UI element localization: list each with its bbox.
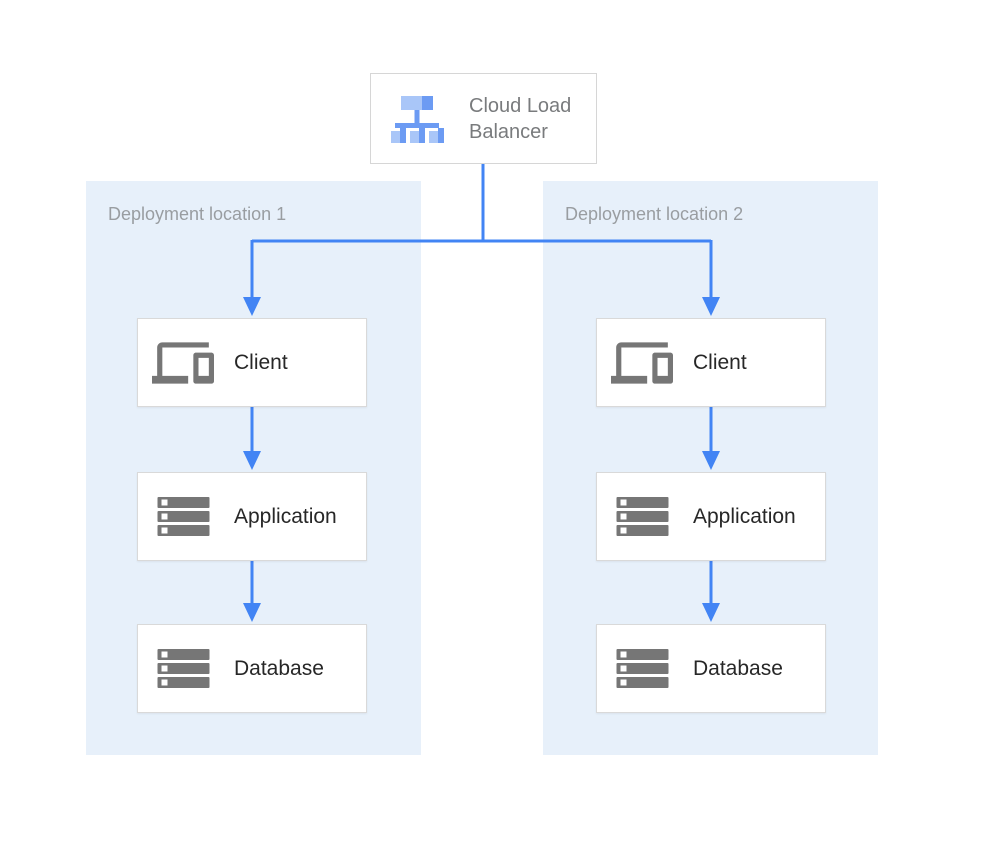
node-application-zone1: Application [137, 472, 367, 561]
server-stack-icon [152, 649, 214, 688]
node-label: Client [234, 350, 288, 374]
server-stack-icon [611, 497, 673, 536]
node-application-zone2: Application [596, 472, 826, 561]
node-label: Application [693, 504, 796, 528]
zone-label: Deployment location 1 [108, 204, 287, 224]
load-balancer-node: Cloud Load Balancer [370, 73, 597, 164]
devices-icon [611, 332, 673, 394]
node-label: Client [693, 350, 747, 374]
node-label: Database [693, 656, 783, 680]
node-database-zone1: Database [137, 624, 367, 713]
node-client-zone2: Client [596, 318, 826, 407]
load-balancer-label: Cloud Load Balancer [469, 94, 572, 143]
devices-icon [152, 332, 214, 394]
node-database-zone2: Database [596, 624, 826, 713]
server-stack-icon [152, 497, 214, 536]
node-label: Database [234, 656, 324, 680]
server-stack-icon [611, 649, 673, 688]
load-balancer-icon [389, 91, 445, 147]
zone-label: Deployment location 2 [565, 204, 744, 224]
node-client-zone1: Client [137, 318, 367, 407]
node-label: Application [234, 504, 337, 528]
